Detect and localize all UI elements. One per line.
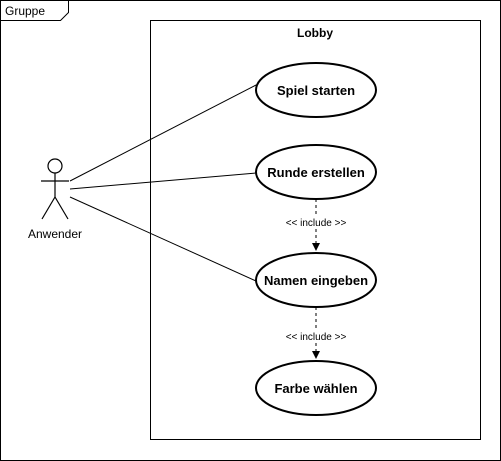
association-spiel-starten xyxy=(69,84,257,182)
actor-head xyxy=(47,158,63,174)
system-label: Lobby xyxy=(297,26,333,40)
include-label-1: << include >> xyxy=(286,218,347,229)
association-runde-erstellen xyxy=(69,172,257,190)
use-case-ellipse[interactable] xyxy=(255,62,377,118)
use-case-label: Spiel starten xyxy=(277,83,355,98)
actor-label: Anwender xyxy=(28,227,82,241)
use-case-label: Runde erstellen xyxy=(267,165,365,180)
include-label-2: << include >> xyxy=(286,332,347,343)
associations xyxy=(69,84,257,282)
use-case-ellipse[interactable] xyxy=(255,252,377,308)
use-case-farbe-waehlen[interactable]: Farbe wählen xyxy=(255,360,377,416)
include-label-bg-2 xyxy=(276,329,356,343)
group-frame-tab xyxy=(0,0,69,21)
group-frame-label: Gruppe xyxy=(5,4,45,18)
actor-figure xyxy=(41,158,69,220)
use-case-spiel-starten[interactable]: Spiel starten xyxy=(255,62,377,118)
use-case-ellipse[interactable] xyxy=(255,144,377,200)
use-case-runde-erstellen[interactable]: Runde erstellen xyxy=(255,144,377,200)
use-case-namen-eingeben[interactable]: Namen eingeben xyxy=(255,252,377,308)
use-case-label: Namen eingeben xyxy=(264,273,368,288)
actor-left-leg xyxy=(41,196,56,220)
use-case-ellipse[interactable] xyxy=(255,360,377,416)
include-label-bg-1 xyxy=(276,215,356,229)
use-case-label: Farbe wählen xyxy=(274,381,357,396)
actor-right-leg xyxy=(54,196,69,220)
association-namen-eingeben xyxy=(69,196,257,282)
